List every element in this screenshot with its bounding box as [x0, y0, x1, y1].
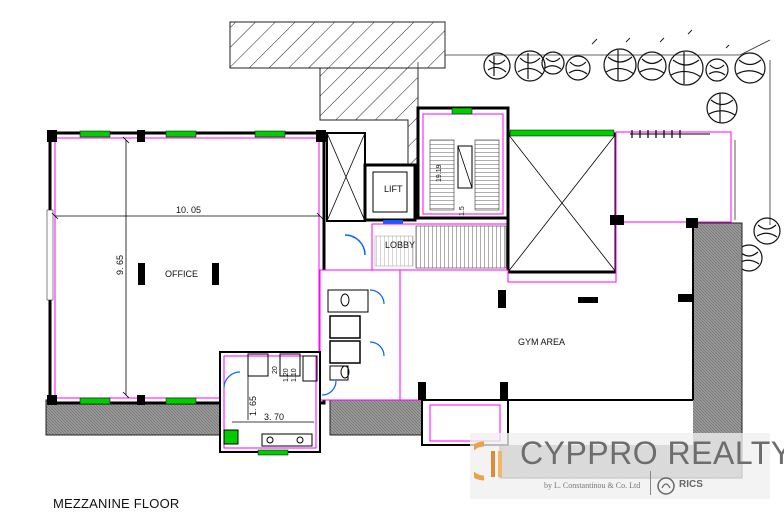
hatched-neighbour-areas: [229, 21, 446, 166]
dim-small-1: 20: [272, 366, 279, 374]
dimension-labels: 10. 05 9. 65 3. 70 1. 65 20 1.20 1.10 1.…: [115, 164, 466, 422]
brand-watermark: CYPPRO REALTY by L. Constantinou & Co. L…: [470, 433, 784, 499]
terrace-areas: [45, 222, 743, 479]
tree-icon: [514, 50, 546, 82]
tree-icon: [483, 52, 511, 80]
site-boundary: [417, 22, 771, 225]
room-label-office: OFFICE: [165, 269, 198, 279]
tree-icon: [541, 51, 565, 75]
kitchen-area: [219, 351, 321, 456]
tree-icon: [637, 51, 667, 81]
dim-kitchen-depth: 1. 65: [248, 396, 258, 416]
brand-divider: [650, 471, 651, 495]
room-labels: OFFICE LIFT LOBBY GYM AREA: [165, 184, 565, 347]
dim-small-2: 1.20: [283, 368, 290, 382]
atrium-void: [506, 129, 618, 274]
tree-icon: [705, 58, 729, 82]
tree-icon: [706, 92, 738, 124]
tree-icon: [753, 217, 781, 245]
balcony-strip: [615, 130, 732, 223]
dim-stair-1: 1.5: [459, 206, 466, 216]
brand-name: CYPPRO REALTY: [520, 435, 784, 471]
room-label-lift: LIFT: [384, 184, 403, 194]
wc-block: [319, 269, 401, 401]
rics-logo-icon: [657, 477, 675, 495]
stair-core: [416, 106, 510, 220]
tree-icon: [668, 50, 704, 86]
room-label-gym: GYM AREA: [518, 337, 565, 347]
room-label-lobby: LOBBY: [385, 240, 415, 250]
tree-icon: [603, 48, 637, 82]
brand-logo-icon: [474, 441, 502, 481]
tree-icon: [734, 52, 766, 84]
brand-subtitle: by L. Constantinou & Co. Ltd: [544, 481, 641, 490]
floor-title: MEZZANINE FLOOR: [53, 496, 180, 511]
dim-kitchen-width: 3. 70: [264, 412, 284, 422]
rics-label: RICS: [679, 479, 703, 490]
dim-office-width: 10. 05: [176, 205, 201, 215]
dim-small-3: 1.10: [291, 368, 298, 382]
void-shaft: [326, 132, 366, 222]
dim-stair-2: 19.19: [436, 164, 443, 182]
lift-room: [363, 163, 417, 224]
tree-icon: [565, 55, 591, 81]
dim-office-depth: 9. 65: [115, 255, 125, 275]
